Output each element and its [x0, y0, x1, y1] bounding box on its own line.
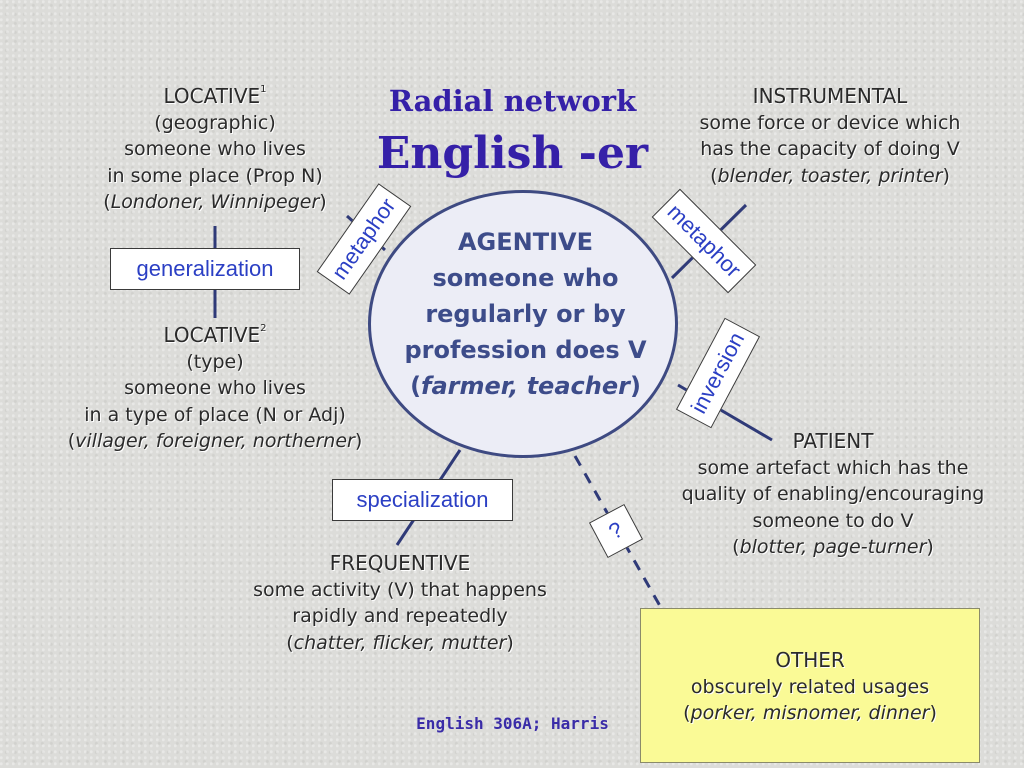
- other-head: OTHER: [775, 648, 845, 672]
- agentive-examples: (farmer, teacher): [410, 372, 641, 400]
- other-node: OTHER obscurely related usages (porker, …: [640, 647, 980, 727]
- locative2-line: someone who lives: [124, 377, 306, 399]
- locative1-examples: (Londoner, Winnipeger): [103, 191, 327, 213]
- locative2-line: in a type of place (N or Adj): [84, 403, 346, 426]
- locative1-head: LOCATIVE1: [163, 84, 267, 108]
- locative1-line: in some place (Prop N): [107, 164, 323, 187]
- relation-specialization: specialization: [332, 479, 513, 521]
- patient-head: PATIENT: [792, 429, 874, 453]
- agentive-line: profession does V: [404, 336, 647, 364]
- agentive-line: regularly or by: [425, 300, 626, 328]
- locative1-line: (geographic): [154, 111, 276, 134]
- instrumental-line: has the capacity of doing V: [700, 138, 960, 160]
- instrumental-head: INSTRUMENTAL: [752, 84, 908, 108]
- patient-line: quality of enabling/encouraging: [681, 483, 985, 505]
- other-examples: (porker, misnomer, dinner): [683, 702, 937, 724]
- agentive-text: AGENTIVE someone who regularly or by pro…: [378, 224, 673, 404]
- locative1-node: LOCATIVE1 (geographic) someone who lives…: [60, 83, 370, 216]
- frequentive-line: some activity (V) that happens: [253, 578, 547, 601]
- instrumental-examples: (blender, toaster, printer): [710, 164, 950, 187]
- agentive-head: AGENTIVE: [457, 228, 594, 256]
- locative2-head: LOCATIVE2: [163, 323, 267, 347]
- diagram-title: Radial network: [388, 84, 637, 118]
- patient-line: someone to do V: [752, 509, 914, 532]
- footer-credit: English 306A; Harris: [416, 714, 609, 733]
- agentive-node: [368, 190, 678, 458]
- other-node-box: [640, 608, 980, 763]
- patient-node: PATIENT some artefact which has the qual…: [658, 428, 1008, 561]
- diagram-subtitle: English -er: [376, 128, 649, 179]
- locative2-examples: (villager, foreigner, northerner): [67, 430, 363, 452]
- locative2-line: (type): [186, 350, 244, 373]
- frequentive-head: FREQUENTIVE: [329, 551, 471, 575]
- locative2-node: LOCATIVE2 (type) someone who lives in a …: [30, 322, 400, 455]
- patient-line: some artefact which has the: [697, 456, 969, 479]
- instrumental-line: some force or device which: [699, 111, 961, 134]
- frequentive-line: rapidly and repeatedly: [292, 605, 508, 627]
- instrumental-node: INSTRUMENTAL some force or device which …: [660, 83, 1000, 189]
- agentive-line: someone who: [432, 264, 619, 292]
- locative1-line: someone who lives: [124, 138, 306, 160]
- patient-examples: (blotter, page-turner): [732, 536, 934, 558]
- frequentive-examples: (chatter, flicker, mutter): [286, 631, 514, 654]
- frequentive-node: FREQUENTIVE some activity (V) that happe…: [235, 550, 565, 656]
- other-line: obscurely related usages: [690, 675, 930, 698]
- relation-generalization: generalization: [110, 248, 300, 290]
